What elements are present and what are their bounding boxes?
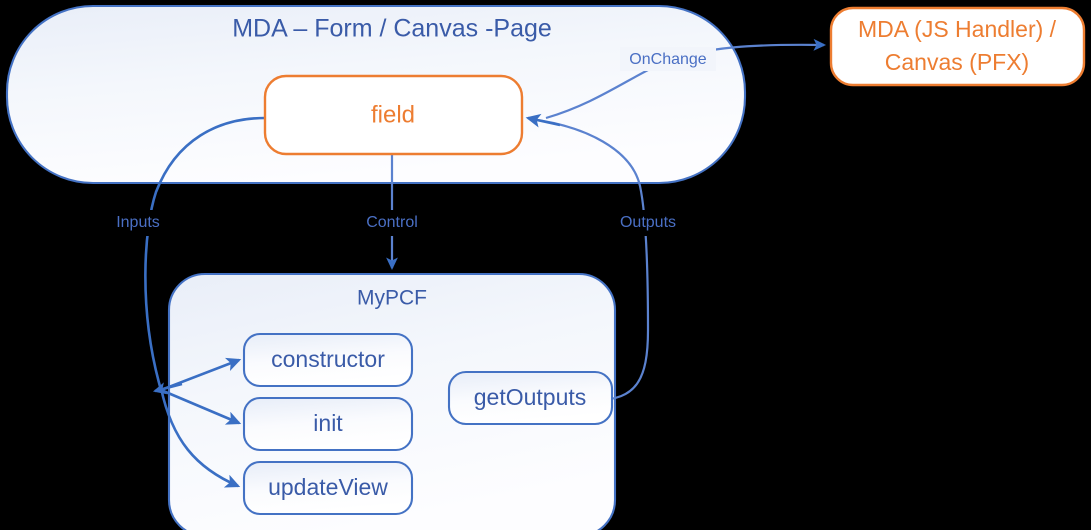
node-get-outputs[interactable]: getOutputs	[447, 370, 614, 426]
connector-outputs: Outputs	[529, 117, 692, 402]
onchange-label-bg	[620, 47, 716, 71]
get-outputs-label: getOutputs	[474, 384, 587, 410]
mypcf-title: MyPCF	[357, 287, 427, 310]
node-update-view[interactable]: updateView	[242, 460, 414, 516]
inputs-return-arrow	[152, 382, 183, 395]
handler-label-line1: MDA (JS Handler) /	[858, 16, 1057, 42]
node-handler[interactable]: MDA (JS Handler) / Canvas (PFX)	[829, 6, 1086, 87]
outputs-label-bg	[608, 210, 692, 236]
connector-label-onchange: OnChange	[629, 51, 706, 68]
inputs-to-init	[160, 388, 242, 425]
node-field[interactable]: field	[263, 74, 524, 156]
connector-label-control: Control	[366, 214, 418, 231]
get-outputs-shape	[447, 370, 614, 426]
init-shape	[242, 396, 414, 452]
connector-onchange: OnChange	[545, 38, 827, 120]
control-label-bg	[352, 210, 434, 236]
connector-label-outputs: Outputs	[620, 214, 676, 231]
node-constructor[interactable]: constructor	[242, 332, 414, 388]
connector-inputs: Inputs	[100, 116, 266, 488]
connector-label-inputs: Inputs	[116, 214, 160, 231]
constructor-label: constructor	[271, 346, 385, 372]
update-view-label: updateView	[268, 474, 388, 500]
update-view-shape	[242, 460, 414, 516]
node-init[interactable]: init	[242, 396, 414, 452]
constructor-shape	[242, 332, 414, 388]
inputs-path	[144, 116, 266, 391]
field-shape	[263, 74, 524, 156]
handler-label-line2: Canvas (PFX)	[885, 49, 1029, 75]
inputs-to-updateview	[159, 387, 241, 488]
handler-shape	[829, 6, 1086, 87]
mda-host-title: MDA – Form / Canvas -Page	[232, 15, 552, 43]
init-label: init	[313, 410, 343, 436]
connector-control: Control	[352, 154, 434, 271]
inputs-label-bg	[100, 210, 178, 236]
outputs-arrowhead	[525, 113, 561, 128]
field-label: field	[371, 101, 415, 128]
